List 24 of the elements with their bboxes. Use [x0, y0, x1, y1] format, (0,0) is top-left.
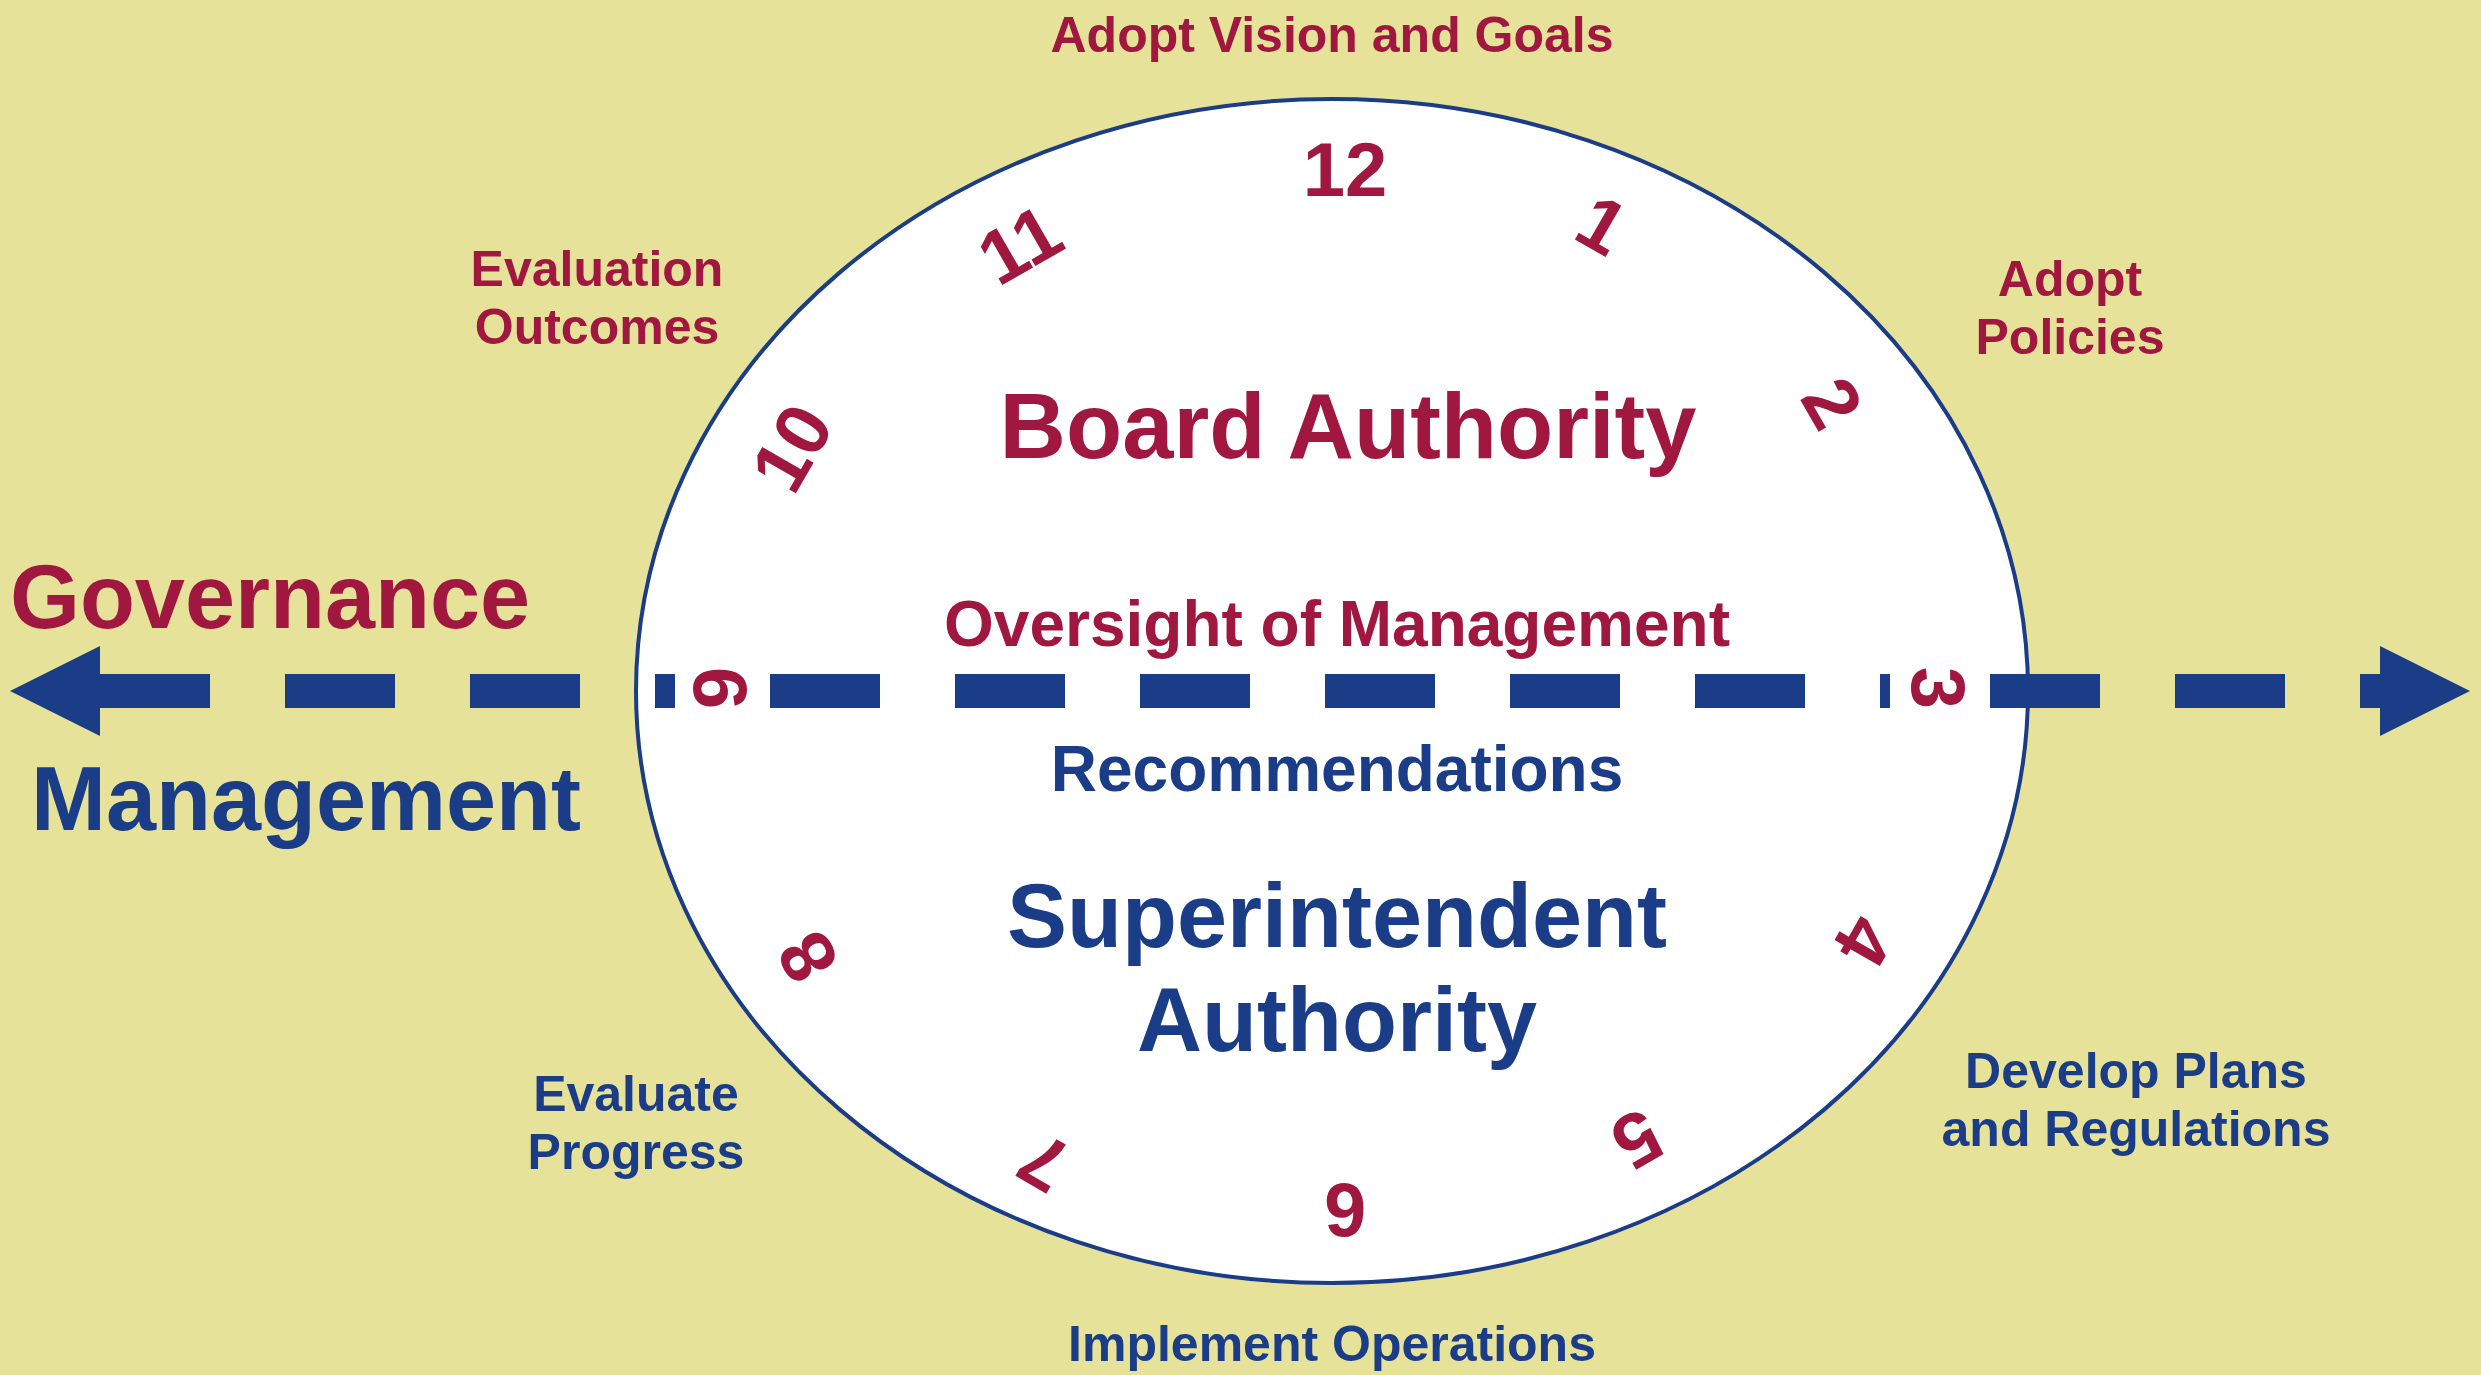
clock-number: 6: [1323, 1172, 1367, 1248]
step-label: Adopt Policies: [1974, 250, 2166, 366]
step-label: Evaluation Outcomes: [469, 240, 725, 356]
clock-number: 9: [682, 666, 758, 710]
clock-number: 10: [737, 392, 847, 504]
clock-number: 3: [1900, 666, 1976, 710]
center-label: Recommendations: [1050, 733, 1624, 807]
section-heading: Governance: [9, 546, 531, 650]
step-label: Evaluate Progress: [526, 1065, 746, 1181]
center-label: Oversight of Management: [944, 588, 1730, 662]
clock-number: 4: [1820, 903, 1908, 979]
clock-number: 11: [966, 192, 1074, 298]
step-label: Adopt Vision and Goals: [1050, 7, 1614, 65]
authority-heading: Board Authority: [999, 374, 1697, 480]
clock-number: 8: [764, 919, 852, 995]
clock-number: 7: [1006, 1118, 1082, 1206]
authority-heading: Superintendent Authority: [1006, 864, 1668, 1072]
clock-number: 2: [1788, 365, 1876, 441]
clock-number: 5: [1599, 1095, 1675, 1183]
section-heading: Management: [30, 748, 582, 852]
step-label: Develop Plans and Regulations: [1940, 1042, 2332, 1158]
step-label: Implement Operations: [1068, 1316, 1596, 1374]
clock-number: 1: [1564, 181, 1640, 269]
clock-number: 12: [1302, 132, 1388, 208]
